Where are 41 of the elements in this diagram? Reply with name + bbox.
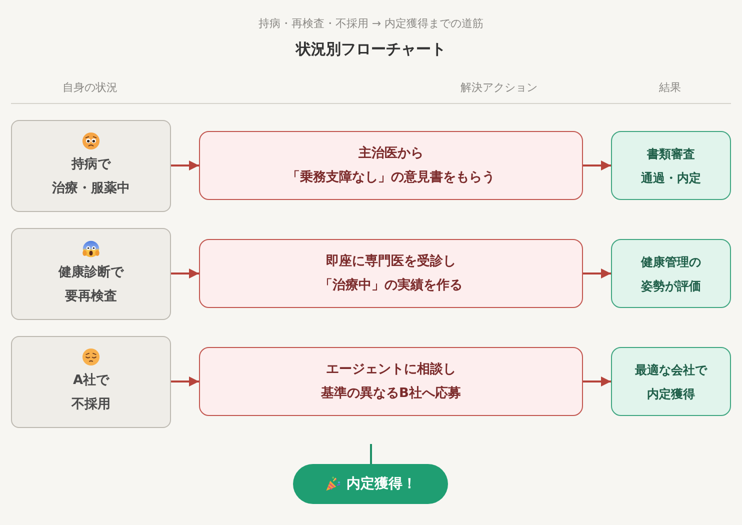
situation-text: 不採用 <box>72 396 110 414</box>
action-text: 「乗務支障なし」の意見書をもらう <box>287 168 495 186</box>
situation-text: 治療・服薬中 <box>52 180 130 198</box>
column-header: 解決アクション <box>460 81 538 95</box>
action-text: 即座に専門医を受診し <box>326 252 456 270</box>
result-box <box>611 239 731 308</box>
action-text: 主治医から <box>358 144 424 162</box>
arrow <box>583 268 611 278</box>
arrow <box>583 160 611 170</box>
arrow <box>171 376 199 386</box>
situation-text: 健康診断で <box>58 264 124 282</box>
arrow <box>171 268 199 278</box>
column-header: 結果 <box>659 81 681 95</box>
column-header: 自身の状況 <box>62 81 118 95</box>
situation-text: 持病で <box>72 156 110 174</box>
goal-pill <box>293 464 448 504</box>
result-box <box>611 131 731 200</box>
goal-text: 内定獲得！ <box>346 474 416 494</box>
subtitle: 持病・再検査・不採用 → 内定獲得までの道筋 <box>258 17 484 31</box>
action-text: 「治療中」の実績を作る <box>320 276 462 294</box>
arrow <box>583 376 611 386</box>
action-box <box>199 131 583 200</box>
action-box <box>199 239 583 308</box>
result-text: 内定獲得 <box>647 386 695 402</box>
action-text: エージェントに相談し <box>326 360 456 378</box>
connector-line <box>370 444 372 464</box>
result-text: 書類審査 <box>647 146 695 162</box>
result-text: 最適な会社で <box>635 362 707 378</box>
situation-card <box>11 228 171 320</box>
title: 状況別フローチャート <box>294 40 447 58</box>
action-box <box>199 347 583 416</box>
situation-text: 要再検査 <box>65 288 117 306</box>
result-text: 通過・内定 <box>641 170 701 186</box>
action-text: 基準の異なるB社へ応募 <box>321 384 461 402</box>
result-box <box>611 347 731 416</box>
result-text: 健康管理の <box>641 254 701 270</box>
result-text: 姿勢が評価 <box>641 278 701 294</box>
arrow <box>171 160 199 170</box>
situation-card <box>11 120 171 212</box>
situation-card <box>11 336 171 428</box>
situation-text: A社で <box>72 372 110 390</box>
